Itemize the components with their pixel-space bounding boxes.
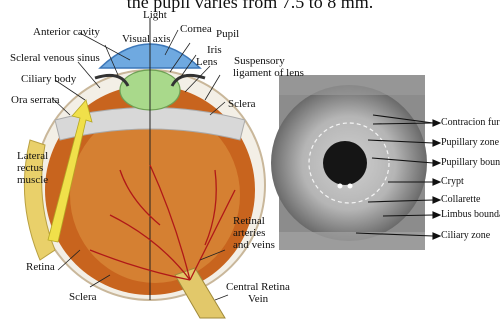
label-iris: Iris <box>207 45 222 56</box>
label-ciliary-body: Ciliary body <box>21 74 76 85</box>
label-collarette: Collarette <box>441 195 480 205</box>
label-pupillary-zone: Pupillary zone <box>441 138 499 148</box>
label-limbus-boundary: Limbus boundary <box>441 210 500 220</box>
label-sclera-top: Sclera <box>228 99 255 110</box>
label-ciliary-zone: Ciliary zone <box>441 231 490 241</box>
label-visual-axis: Visual axis <box>122 34 171 45</box>
pupil-disc <box>323 141 367 185</box>
label-muscle: muscle <box>17 175 48 186</box>
label-scleral-venous-sinus: Scleral venous sinus <box>10 53 100 64</box>
label-central-retina: Central Retina <box>226 282 290 293</box>
label-crypt: Crypt <box>441 177 464 187</box>
label-lens: Lens <box>196 57 217 68</box>
label-vein: Vein <box>248 294 268 305</box>
label-retinal: Retinal <box>233 216 265 227</box>
reflection-dot-1 <box>338 184 343 189</box>
label-pupil: Pupil <box>216 29 239 40</box>
label-rectus: rectus <box>17 163 43 174</box>
label-retina: Retina <box>26 262 55 273</box>
label-ligament: ligament of lens <box>233 68 304 79</box>
label-contraction-furrow: Contracion furrow <box>441 118 500 128</box>
label-and-veins: and veins <box>233 240 275 251</box>
label-sclera-bottom: Sclera <box>69 292 96 303</box>
label-anterior-cavity: Anterior cavity <box>33 27 100 38</box>
label-arteries: arteries <box>233 228 265 239</box>
reflection-dot-2 <box>348 184 353 189</box>
label-suspensory: Suspensory <box>234 56 285 67</box>
label-cornea: Cornea <box>180 24 212 35</box>
label-lateral: Lateral <box>17 151 48 162</box>
label-pupillary-boundary: Pupillary boundar <box>441 158 500 168</box>
label-ora-serrata: Ora serrata <box>11 95 60 106</box>
label-light: Light <box>143 10 167 21</box>
